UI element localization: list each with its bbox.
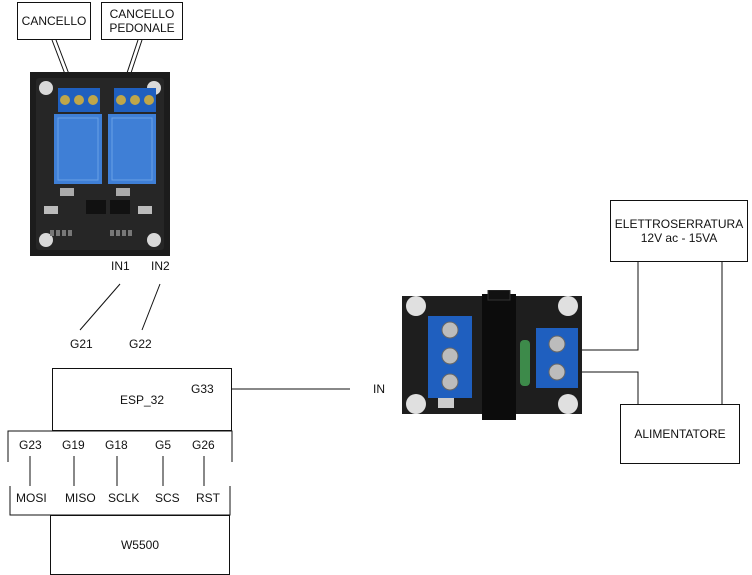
- esp-g5-label: G5: [155, 438, 172, 452]
- w5500-box: W5500: [50, 515, 230, 575]
- esp-g22-label: G22: [129, 337, 152, 351]
- relay-in2-label: IN2: [151, 259, 170, 273]
- wire-in2-g22: [141, 283, 161, 331]
- ssr-in-label: IN: [373, 382, 385, 396]
- esp-g19-label: G19: [62, 438, 85, 452]
- esp-g26-label: G26: [192, 438, 215, 452]
- w5500-rst-label: RST: [196, 491, 220, 505]
- esp32-pin-bus: [7, 430, 233, 462]
- w5500-miso-label: MISO: [65, 491, 96, 505]
- cancello-box: CANCELLO: [17, 2, 91, 40]
- cancello-pedonale-box: CANCELLO PEDONALE: [101, 2, 183, 40]
- wire-in1-g21: [79, 283, 121, 331]
- wire-ssr-alimentatore: [580, 371, 639, 404]
- w5500-scs-label: SCS: [155, 491, 180, 505]
- esp-g18-label: G18: [105, 438, 128, 452]
- elettroserratura-box: ELETTROSERRATURA 12V ac - 15VA: [610, 200, 748, 262]
- w5500-sclk-label: SCLK: [108, 491, 140, 505]
- esp-g33-label: G33: [191, 382, 214, 396]
- esp-g23-label: G23: [19, 438, 42, 452]
- wire-ssr-serratura: [580, 262, 639, 351]
- esp-g21-label: G21: [70, 337, 93, 351]
- alimentatore-box: ALIMENTATORE: [620, 404, 740, 464]
- solid-state-relay-module: [402, 290, 582, 420]
- w5500-mosi-label: MOSI: [16, 491, 47, 505]
- esp32-box: ESP_32: [52, 368, 232, 431]
- relay-in1-label: IN1: [111, 259, 130, 273]
- two-relay-module: [30, 72, 170, 256]
